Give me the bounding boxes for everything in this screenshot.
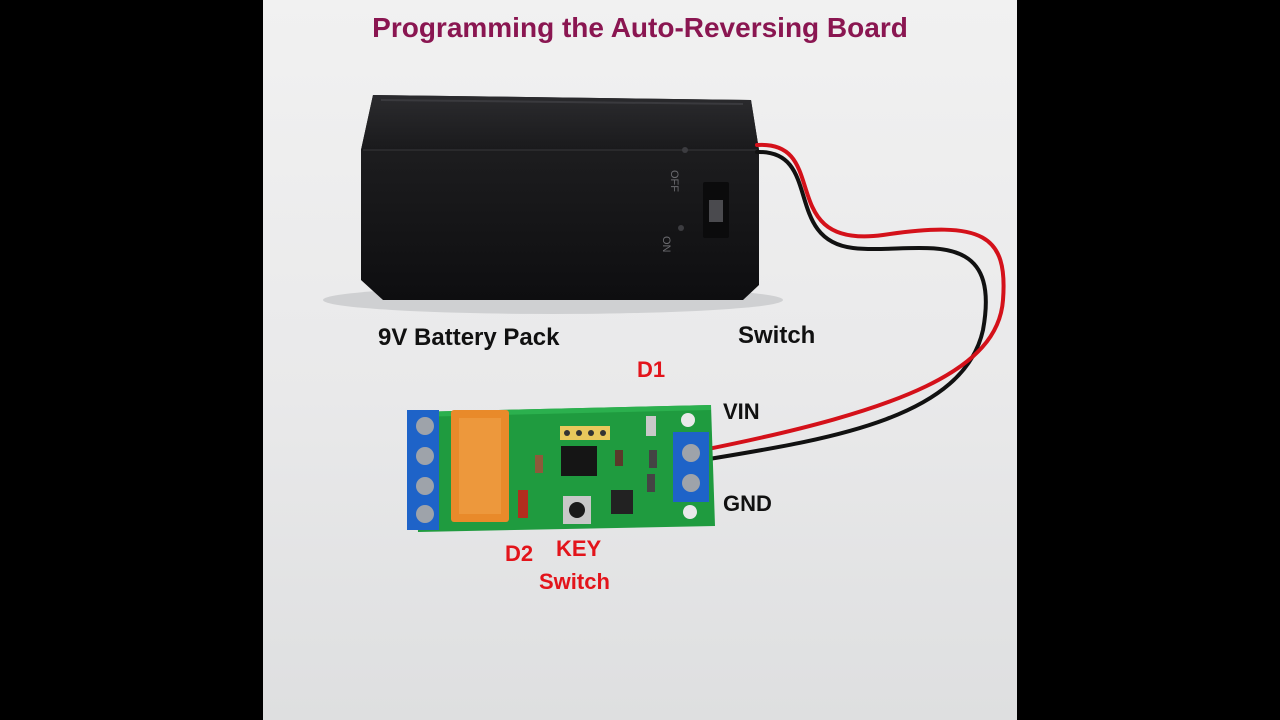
on-marking: ON (660, 236, 672, 253)
key-switch-label-line2: Switch (539, 569, 610, 594)
off-marking: OFF (668, 170, 680, 192)
page-title: Programming the Auto-Reversing Board (372, 12, 908, 43)
d1-label: D1 (637, 357, 666, 382)
led-d2 (518, 490, 528, 518)
relay-board (407, 405, 715, 532)
battery-pack: OFF ON (323, 95, 783, 314)
battery-slide-switch (703, 182, 729, 238)
photo-illustration: OFF ON (323, 95, 1006, 532)
photo-frame: OFF ON (263, 0, 1017, 720)
led-d1 (646, 416, 656, 436)
power-terminal-block (673, 432, 709, 502)
d2-label: D2 (505, 541, 534, 566)
header-pins (560, 426, 610, 440)
key-switch-label-line1: KEY (556, 536, 602, 561)
battery-wires (701, 142, 1006, 462)
key-button (563, 496, 591, 524)
switch-label: Switch (738, 322, 816, 349)
voltage-regulator (611, 490, 633, 514)
microcontroller-chip (561, 446, 597, 476)
gnd-label: GND (723, 491, 772, 516)
output-terminal-block (407, 410, 439, 530)
relay (451, 410, 509, 522)
vin-label: VIN (723, 399, 760, 424)
battery-pack-label: 9V Battery Pack (378, 324, 560, 351)
